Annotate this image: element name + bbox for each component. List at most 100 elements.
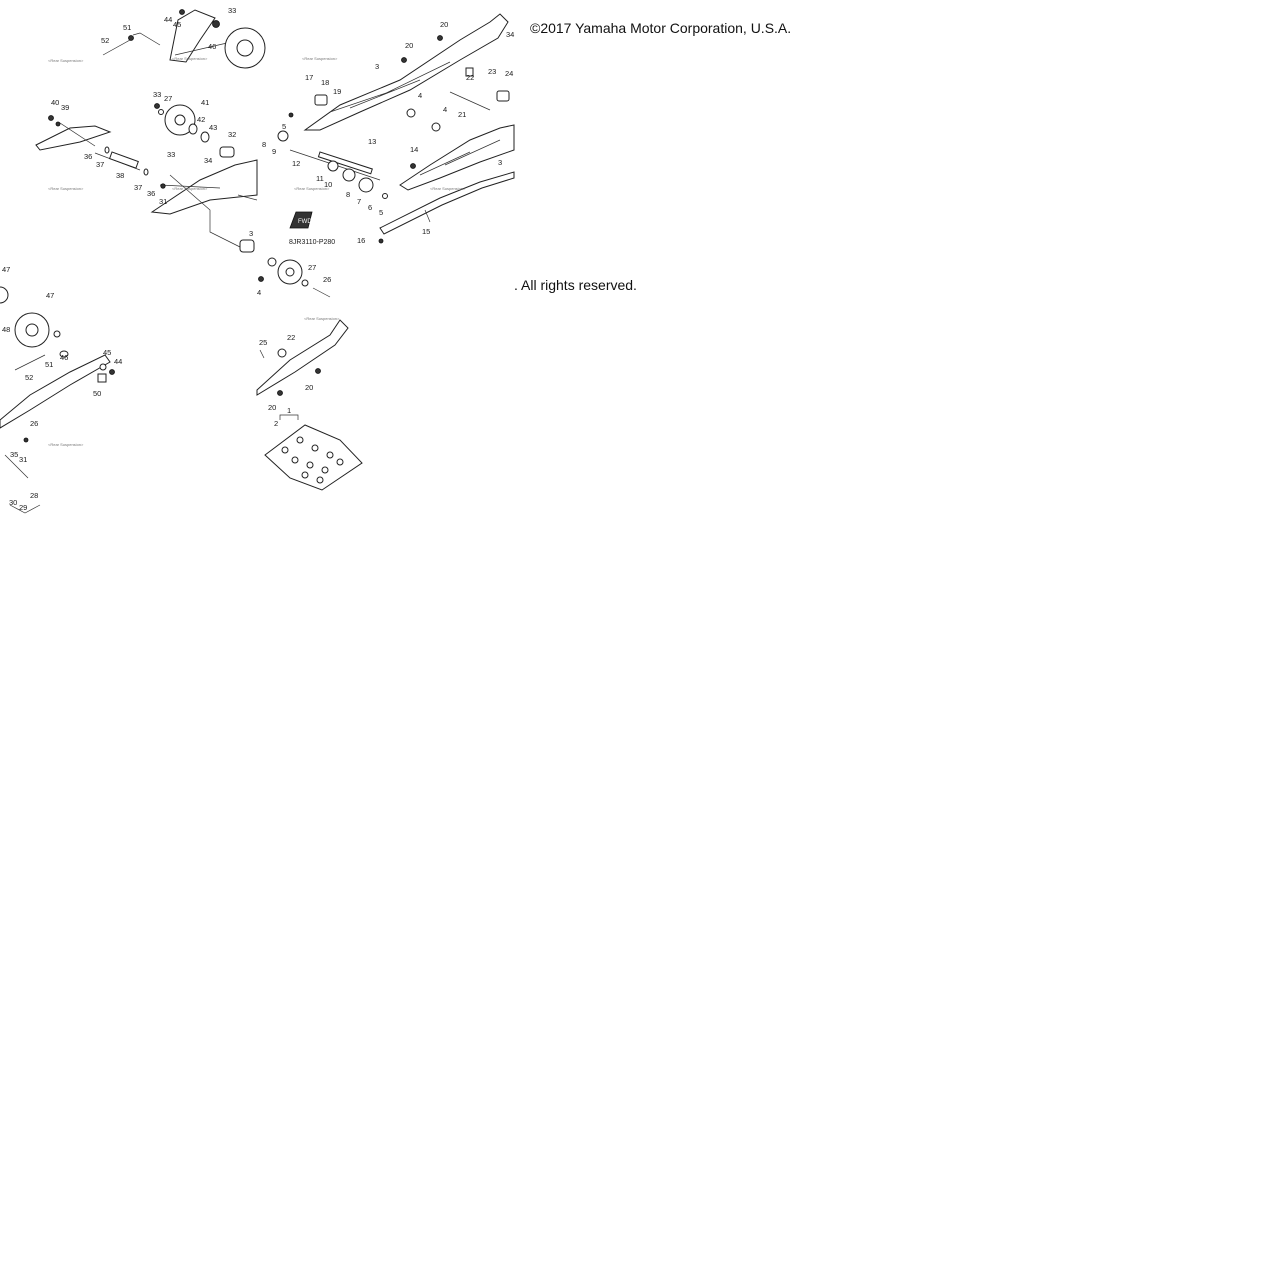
callout: 4 (443, 105, 447, 114)
callout: 5 (379, 208, 383, 217)
callout: 26 (30, 419, 38, 428)
diagram-code: 8JR3110-P280 (289, 239, 335, 246)
callout: 15 (422, 227, 430, 236)
callout: 23 (488, 67, 496, 76)
callout: 22 (287, 333, 295, 342)
callout: 28 (30, 491, 38, 500)
callout: 10 (324, 180, 332, 189)
slide-rail-top (303, 13, 509, 131)
callout: 36 (84, 152, 92, 161)
callout: 35 (10, 450, 18, 459)
callout: 20 (268, 403, 276, 412)
callout: 8 (262, 140, 266, 149)
callout: 19 (333, 87, 341, 96)
callout: 46 (60, 353, 68, 362)
callout: 12 (292, 159, 300, 168)
callout: 43 (209, 123, 217, 132)
callout: 45 (173, 20, 181, 29)
callout: 41 (201, 98, 209, 107)
callout: 9 (272, 147, 276, 156)
callout: 17 (305, 73, 313, 82)
callout: 31 (159, 197, 167, 206)
watermark-9: <Rear Suspension> (304, 316, 340, 321)
watermark-2: <Rear Suspension> (172, 56, 208, 61)
callout: 40 (51, 98, 59, 107)
suspension-arm (169, 9, 216, 63)
callout: 18 (321, 78, 329, 87)
callout: 48 (2, 325, 10, 334)
callout-labels: 51 52 44 45 33 46 40 39 33 27 41 42 43 3… (2, 6, 514, 512)
copyright-line-1: ©2017 Yamaha Motor Corporation, U.S.A. (530, 20, 792, 36)
hyfax-slide (379, 171, 515, 235)
callout: 8 (346, 190, 350, 199)
callout: 24 (505, 69, 513, 78)
callout: 47 (2, 265, 10, 274)
watermark-4: <Rear Suspension> (172, 186, 208, 191)
tile-bottom-left (0, 286, 115, 514)
callout: 36 (147, 189, 155, 198)
callout: 6 (368, 203, 372, 212)
callout: 20 (440, 20, 448, 29)
tile-bottom-middle (239, 239, 363, 491)
callout: 33 (167, 150, 175, 159)
callout: 51 (45, 360, 53, 369)
copyright-line-2: . All rights reserved. (514, 277, 637, 293)
callout: 44 (114, 357, 122, 366)
callout: 37 (134, 183, 142, 192)
callout: 1 (287, 406, 291, 415)
slide-rail-rear (256, 319, 349, 396)
watermark-3: <Rear Suspension> (48, 186, 84, 191)
callout: 4 (418, 91, 422, 100)
watermark-6: <Rear Suspension> (430, 186, 466, 191)
callout: 44 (164, 15, 172, 24)
callout: 46 (208, 42, 216, 51)
callout: 25 (259, 338, 267, 347)
callout: 52 (25, 373, 33, 382)
clip-grid (281, 436, 344, 484)
callout: 34 (506, 30, 514, 39)
fwd-arrow-icon (289, 211, 313, 229)
callout: 42 (197, 115, 205, 124)
callout: 20 (405, 41, 413, 50)
callout: 51 (123, 23, 131, 32)
callout: 7 (357, 197, 361, 206)
callout: 3 (375, 62, 379, 71)
callout: 27 (164, 94, 172, 103)
slide-rail-left (35, 125, 112, 151)
callout: 31 (19, 455, 27, 464)
slide-rail-bottom (399, 124, 515, 191)
callout: 33 (228, 6, 236, 15)
callout: 3 (249, 229, 253, 238)
callout: 26 (323, 275, 331, 284)
callout: 16 (357, 236, 365, 245)
watermark-7: <Rear Suspension> (294, 186, 330, 191)
watermark-8: <Rear Suspension> (48, 442, 84, 447)
fwd-label: FWD (298, 219, 312, 225)
callout: 39 (61, 103, 69, 112)
callout: 14 (410, 145, 418, 154)
callout: 33 (153, 90, 161, 99)
watermark-1: <Rear Suspension> (48, 58, 84, 63)
slide-rail-bottom-left (0, 354, 111, 429)
callout: 20 (305, 383, 313, 392)
callout: 29 (19, 503, 27, 512)
callout: 50 (93, 389, 101, 398)
callout: 3 (498, 158, 502, 167)
callout: 21 (458, 110, 466, 119)
callout: 30 (9, 498, 17, 507)
tile-top-middle: FWD 8JR3110-P280 (277, 13, 515, 246)
clip-set (264, 424, 363, 491)
callout: 37 (96, 160, 104, 169)
callout: 52 (101, 36, 109, 45)
tile-top-left (35, 9, 266, 248)
watermark-5: <Rear Suspension> (302, 56, 338, 61)
callout: 38 (116, 171, 124, 180)
callout: 22 (466, 73, 474, 82)
callout: 32 (228, 130, 236, 139)
callout: 47 (46, 291, 54, 300)
callout: 4 (257, 288, 261, 297)
callout: 45 (103, 348, 111, 357)
callout: 34 (204, 156, 212, 165)
callout: 2 (274, 419, 278, 428)
